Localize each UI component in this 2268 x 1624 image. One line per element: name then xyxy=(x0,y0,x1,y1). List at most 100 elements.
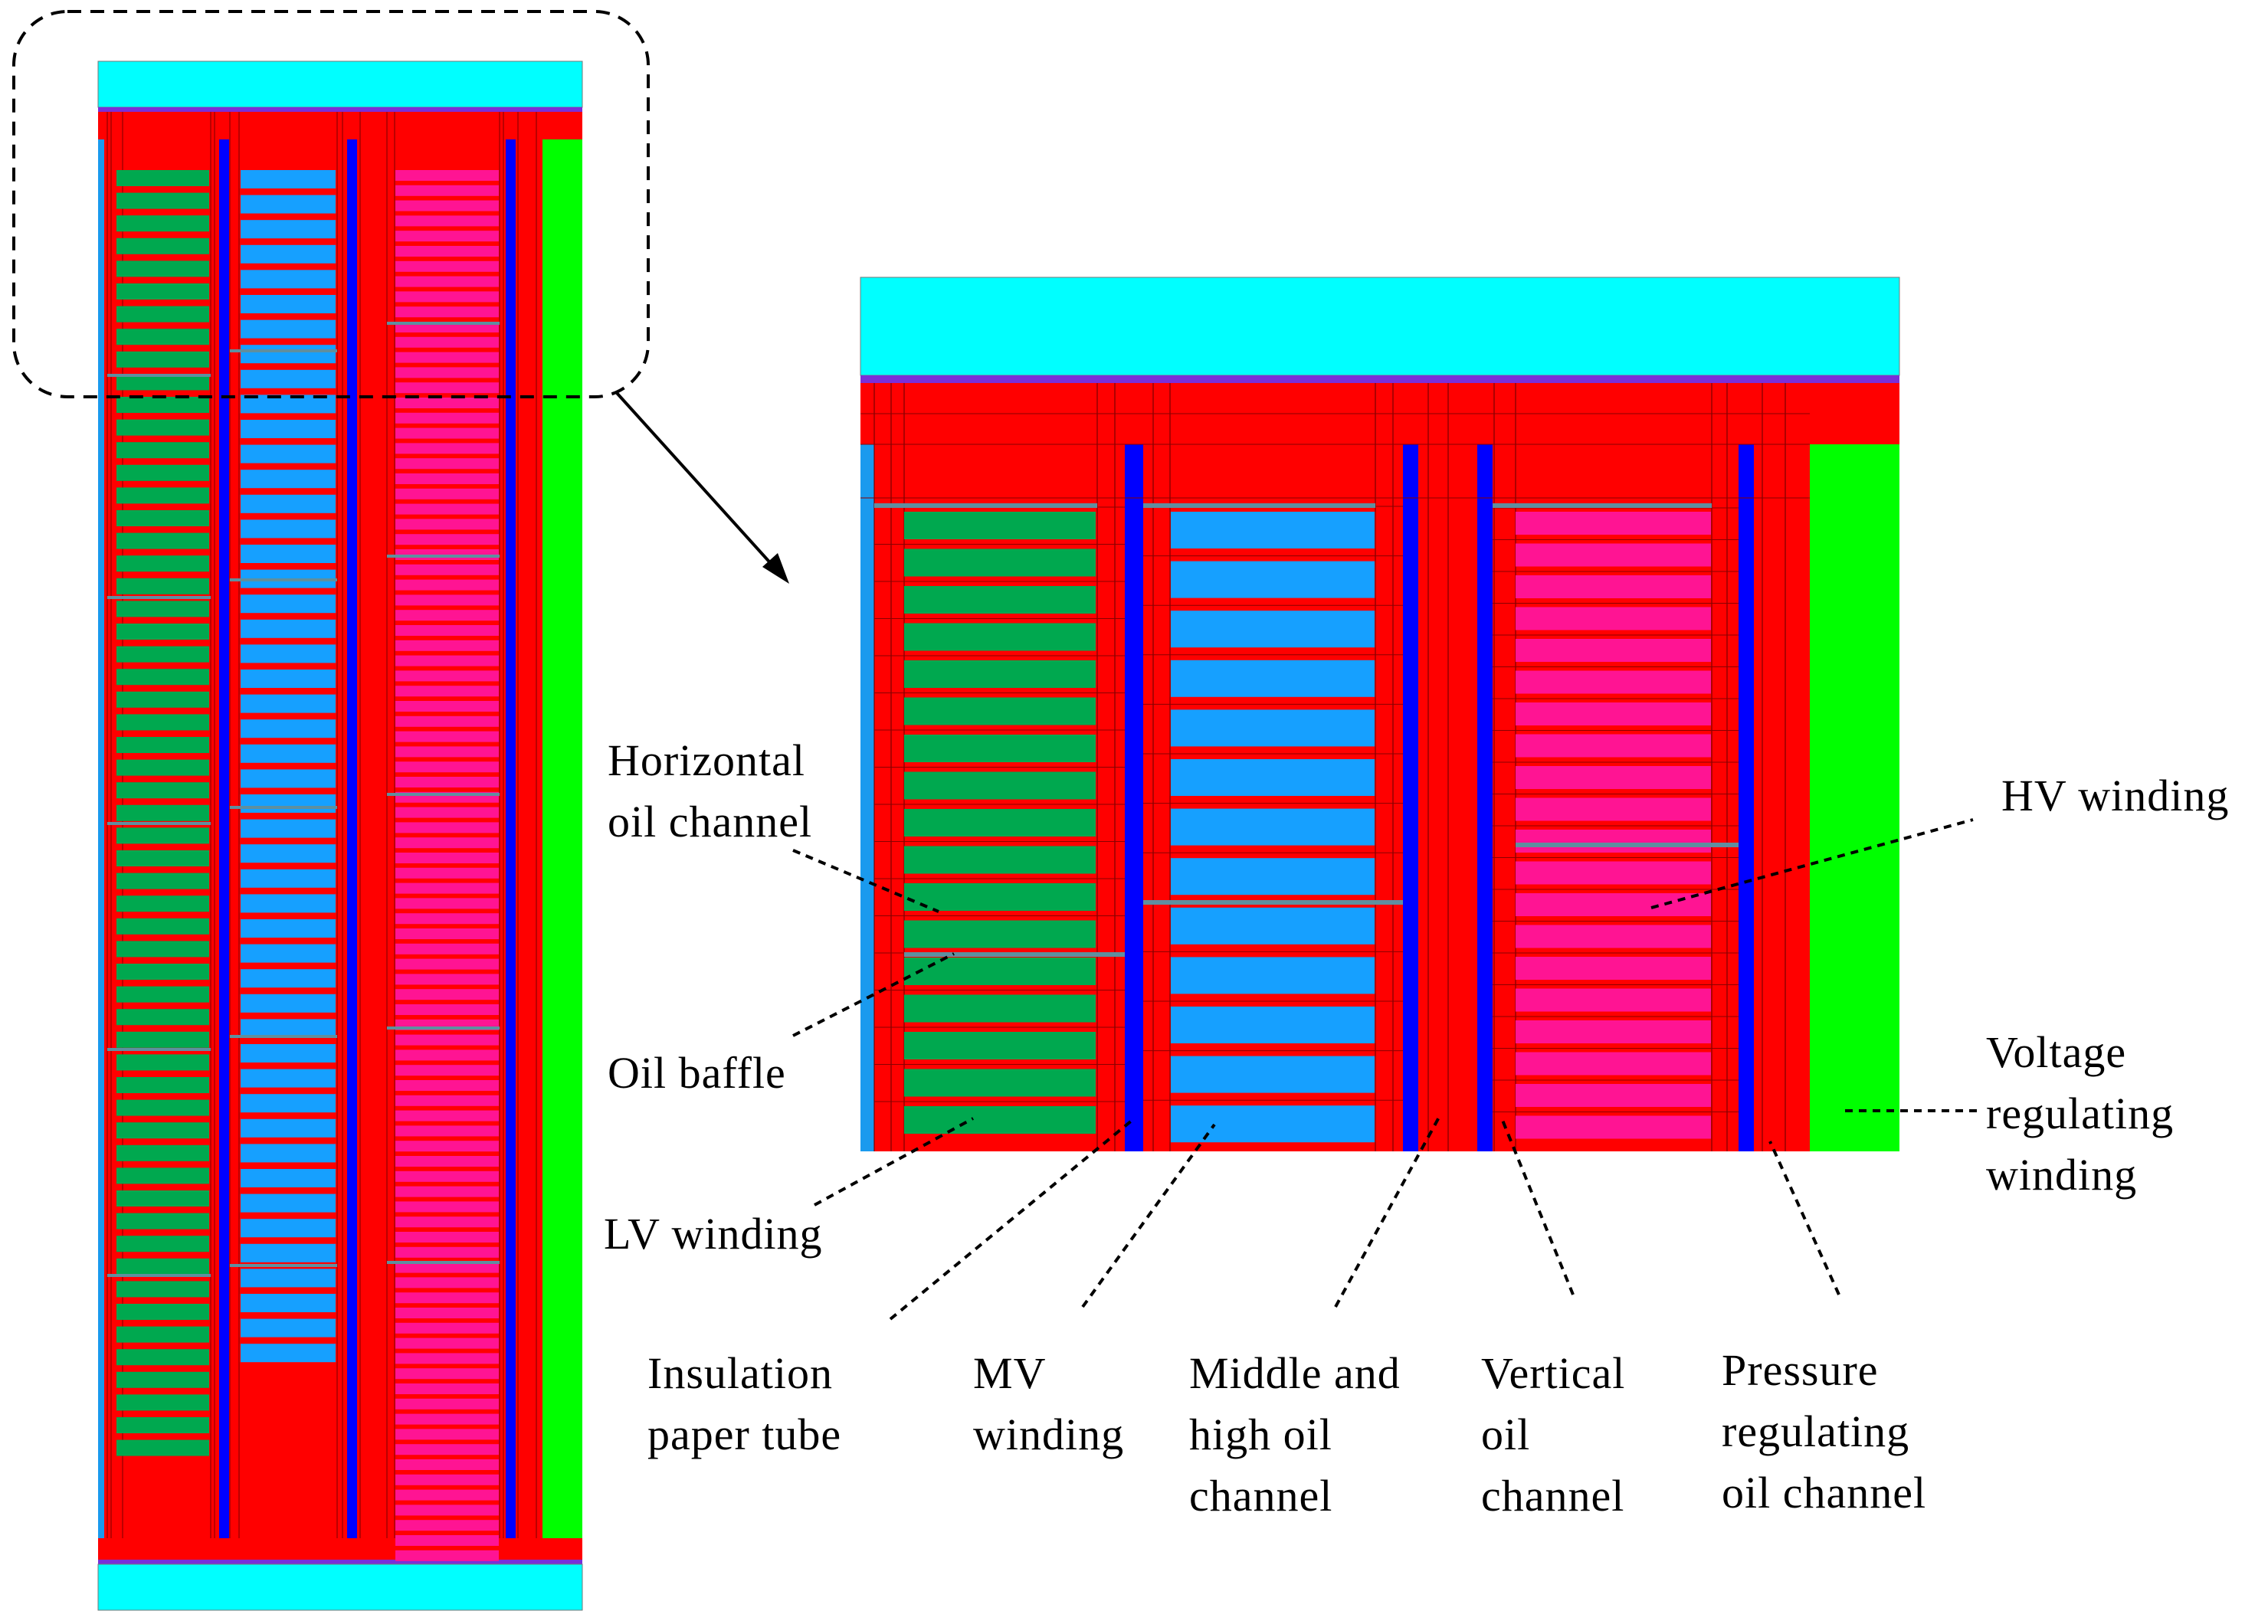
leader-line xyxy=(889,1118,1134,1321)
lv-disc xyxy=(116,737,209,753)
hv-disc xyxy=(395,1368,499,1380)
hv-disc xyxy=(395,246,499,257)
lv-disc xyxy=(116,1326,209,1343)
hv-disc xyxy=(395,882,499,894)
hv-disc xyxy=(395,1474,499,1485)
lv-disc xyxy=(116,283,209,300)
hv-disc xyxy=(395,579,499,591)
label-line: MV xyxy=(973,1348,1046,1398)
hv-disc xyxy=(395,1246,499,1258)
mv-disc xyxy=(241,644,336,663)
lv-disc xyxy=(116,646,209,663)
mv-disc xyxy=(1171,512,1375,548)
label-line: Pressure xyxy=(1722,1345,1879,1395)
hv-disc xyxy=(395,398,499,408)
hv-disc xyxy=(395,306,499,318)
hv-disc xyxy=(395,701,499,712)
hv-disc xyxy=(1516,797,1711,821)
top-plate xyxy=(860,375,1899,383)
lv-disc xyxy=(116,850,209,866)
lv-disc xyxy=(116,351,209,368)
lv-disc xyxy=(904,586,1096,614)
mv-disc xyxy=(241,220,336,239)
leader-line xyxy=(814,1117,974,1207)
hv-disc xyxy=(395,761,499,773)
hv-disc xyxy=(395,1049,499,1061)
paper-tube xyxy=(1739,444,1754,1151)
lv-disc xyxy=(116,1167,209,1184)
hv-disc xyxy=(395,1308,499,1318)
hv-disc xyxy=(395,686,499,697)
label-line: paper tube xyxy=(647,1410,841,1459)
mv-disc xyxy=(241,744,336,763)
mv-disc xyxy=(1171,957,1375,994)
mv-disc xyxy=(241,545,336,563)
hv-disc xyxy=(1516,639,1711,662)
hv-disc xyxy=(395,1277,499,1288)
hv-disc xyxy=(1516,893,1711,916)
lv-disc xyxy=(116,1304,209,1320)
mv-disc xyxy=(241,1193,336,1213)
hv-disc xyxy=(395,640,499,651)
hv-disc xyxy=(395,488,499,499)
hv-disc xyxy=(1516,1052,1711,1076)
label-line: Horizontal xyxy=(608,735,805,785)
mv-disc xyxy=(241,819,336,838)
paper-tube xyxy=(1125,444,1143,1151)
hv-disc xyxy=(395,382,499,394)
label-line: Insulation xyxy=(647,1348,833,1398)
hv-disc xyxy=(395,200,499,211)
hv-disc xyxy=(395,231,499,242)
lv-disc xyxy=(116,804,209,821)
mv-disc xyxy=(241,670,336,688)
hv-disc xyxy=(1516,861,1711,885)
leader-lines xyxy=(792,818,1977,1321)
label-line: Oil baffle xyxy=(608,1048,786,1098)
lv-disc xyxy=(116,941,209,958)
hv-disc xyxy=(395,427,499,439)
mv-disc xyxy=(1171,907,1375,945)
lv-disc xyxy=(904,548,1096,577)
paper-tube xyxy=(1403,444,1418,1151)
hv-disc xyxy=(395,715,499,727)
leader-line xyxy=(1081,1123,1216,1308)
hv-disc xyxy=(395,1444,499,1455)
hv-disc xyxy=(1516,702,1711,725)
hv-disc xyxy=(395,1201,499,1213)
label-hv-winding: HV winding xyxy=(2001,771,2229,820)
mv-disc xyxy=(241,619,336,638)
mv-disc xyxy=(241,170,336,188)
hv-disc xyxy=(395,1353,499,1364)
hv-disc xyxy=(395,610,499,621)
leader-line xyxy=(1334,1114,1442,1308)
hv-disc xyxy=(395,958,499,970)
hv-disc xyxy=(395,1413,499,1425)
hv-disc xyxy=(395,1262,499,1273)
hv-disc xyxy=(395,989,499,1000)
lv-disc xyxy=(116,1213,209,1229)
mv-disc xyxy=(241,869,336,888)
lv-disc xyxy=(904,994,1096,1023)
lv-disc xyxy=(116,464,209,481)
lv-disc xyxy=(116,1099,209,1116)
mv-disc xyxy=(1171,709,1375,747)
label-oil-baffle: Oil baffle xyxy=(608,1048,786,1098)
mv-disc xyxy=(241,420,336,438)
hv-disc xyxy=(395,1171,499,1182)
lv-disc xyxy=(116,170,209,186)
lv-disc xyxy=(116,1031,209,1048)
leader-line xyxy=(792,849,939,913)
mv-disc xyxy=(241,470,336,489)
label-line: channel xyxy=(1481,1471,1624,1521)
lv-disc xyxy=(116,1144,209,1161)
label-line: oil xyxy=(1481,1410,1530,1459)
lv-disc xyxy=(116,578,209,594)
leader-line xyxy=(1500,1118,1575,1295)
mv-disc xyxy=(241,794,336,813)
hv-disc xyxy=(395,1232,499,1243)
top-yoke xyxy=(97,61,583,108)
